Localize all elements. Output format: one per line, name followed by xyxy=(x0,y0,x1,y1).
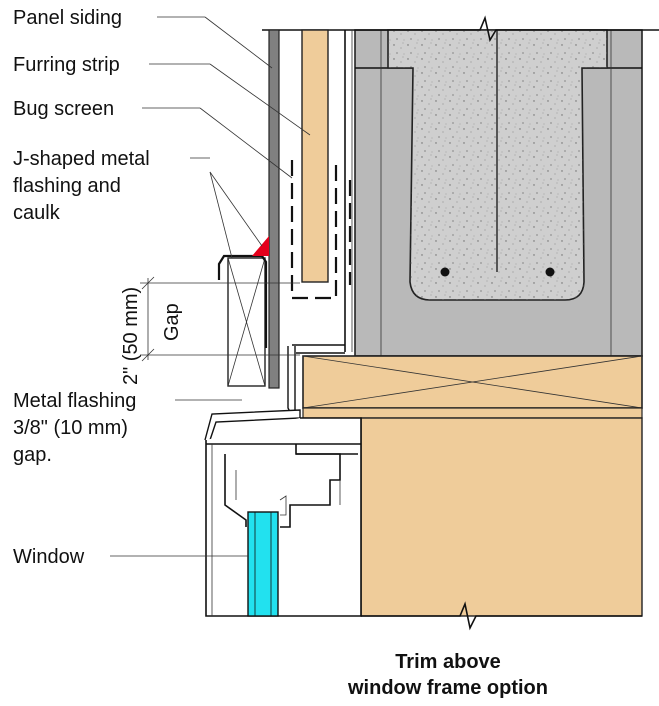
leader-lines xyxy=(110,16,311,557)
label-bug-screen: Bug screen xyxy=(13,98,114,120)
trim-board xyxy=(227,257,266,387)
bottom-break-line xyxy=(361,601,642,631)
rebar-left xyxy=(440,267,450,277)
furring-strip xyxy=(301,29,329,283)
caulk xyxy=(252,236,269,256)
label-metal-flashing-1: Metal flashing xyxy=(13,390,136,412)
wood-header xyxy=(302,355,643,419)
wood-jamb xyxy=(360,417,643,617)
window-frame xyxy=(205,417,362,617)
label-panel-siding: Panel siding xyxy=(13,7,122,29)
dimension-value: 2" (50 mm) xyxy=(120,287,142,385)
sill-flashing xyxy=(204,409,301,441)
label-j-flashing-1: J-shaped metal xyxy=(13,148,150,170)
label-j-flashing-3: caulk xyxy=(13,202,61,224)
bug-screen xyxy=(290,160,338,300)
metal-flashing xyxy=(287,346,293,417)
label-furring-strip: Furring strip xyxy=(13,54,120,76)
window-glass xyxy=(247,511,279,617)
gap-dimension xyxy=(140,276,300,362)
caption-line-1: Trim above xyxy=(395,651,501,673)
caption-line-2: window frame option xyxy=(347,677,548,699)
label-metal-flashing-2: 3/8" (10 mm) xyxy=(13,417,128,439)
top-break-line xyxy=(262,15,659,43)
rebar-right xyxy=(545,267,555,277)
dimension-label: Gap xyxy=(161,303,183,341)
label-metal-flashing-3: gap. xyxy=(13,444,52,466)
label-window: Window xyxy=(13,546,85,568)
label-j-flashing-2: flashing and xyxy=(13,175,121,197)
j-flashing xyxy=(217,254,268,348)
panel-siding xyxy=(268,29,280,389)
